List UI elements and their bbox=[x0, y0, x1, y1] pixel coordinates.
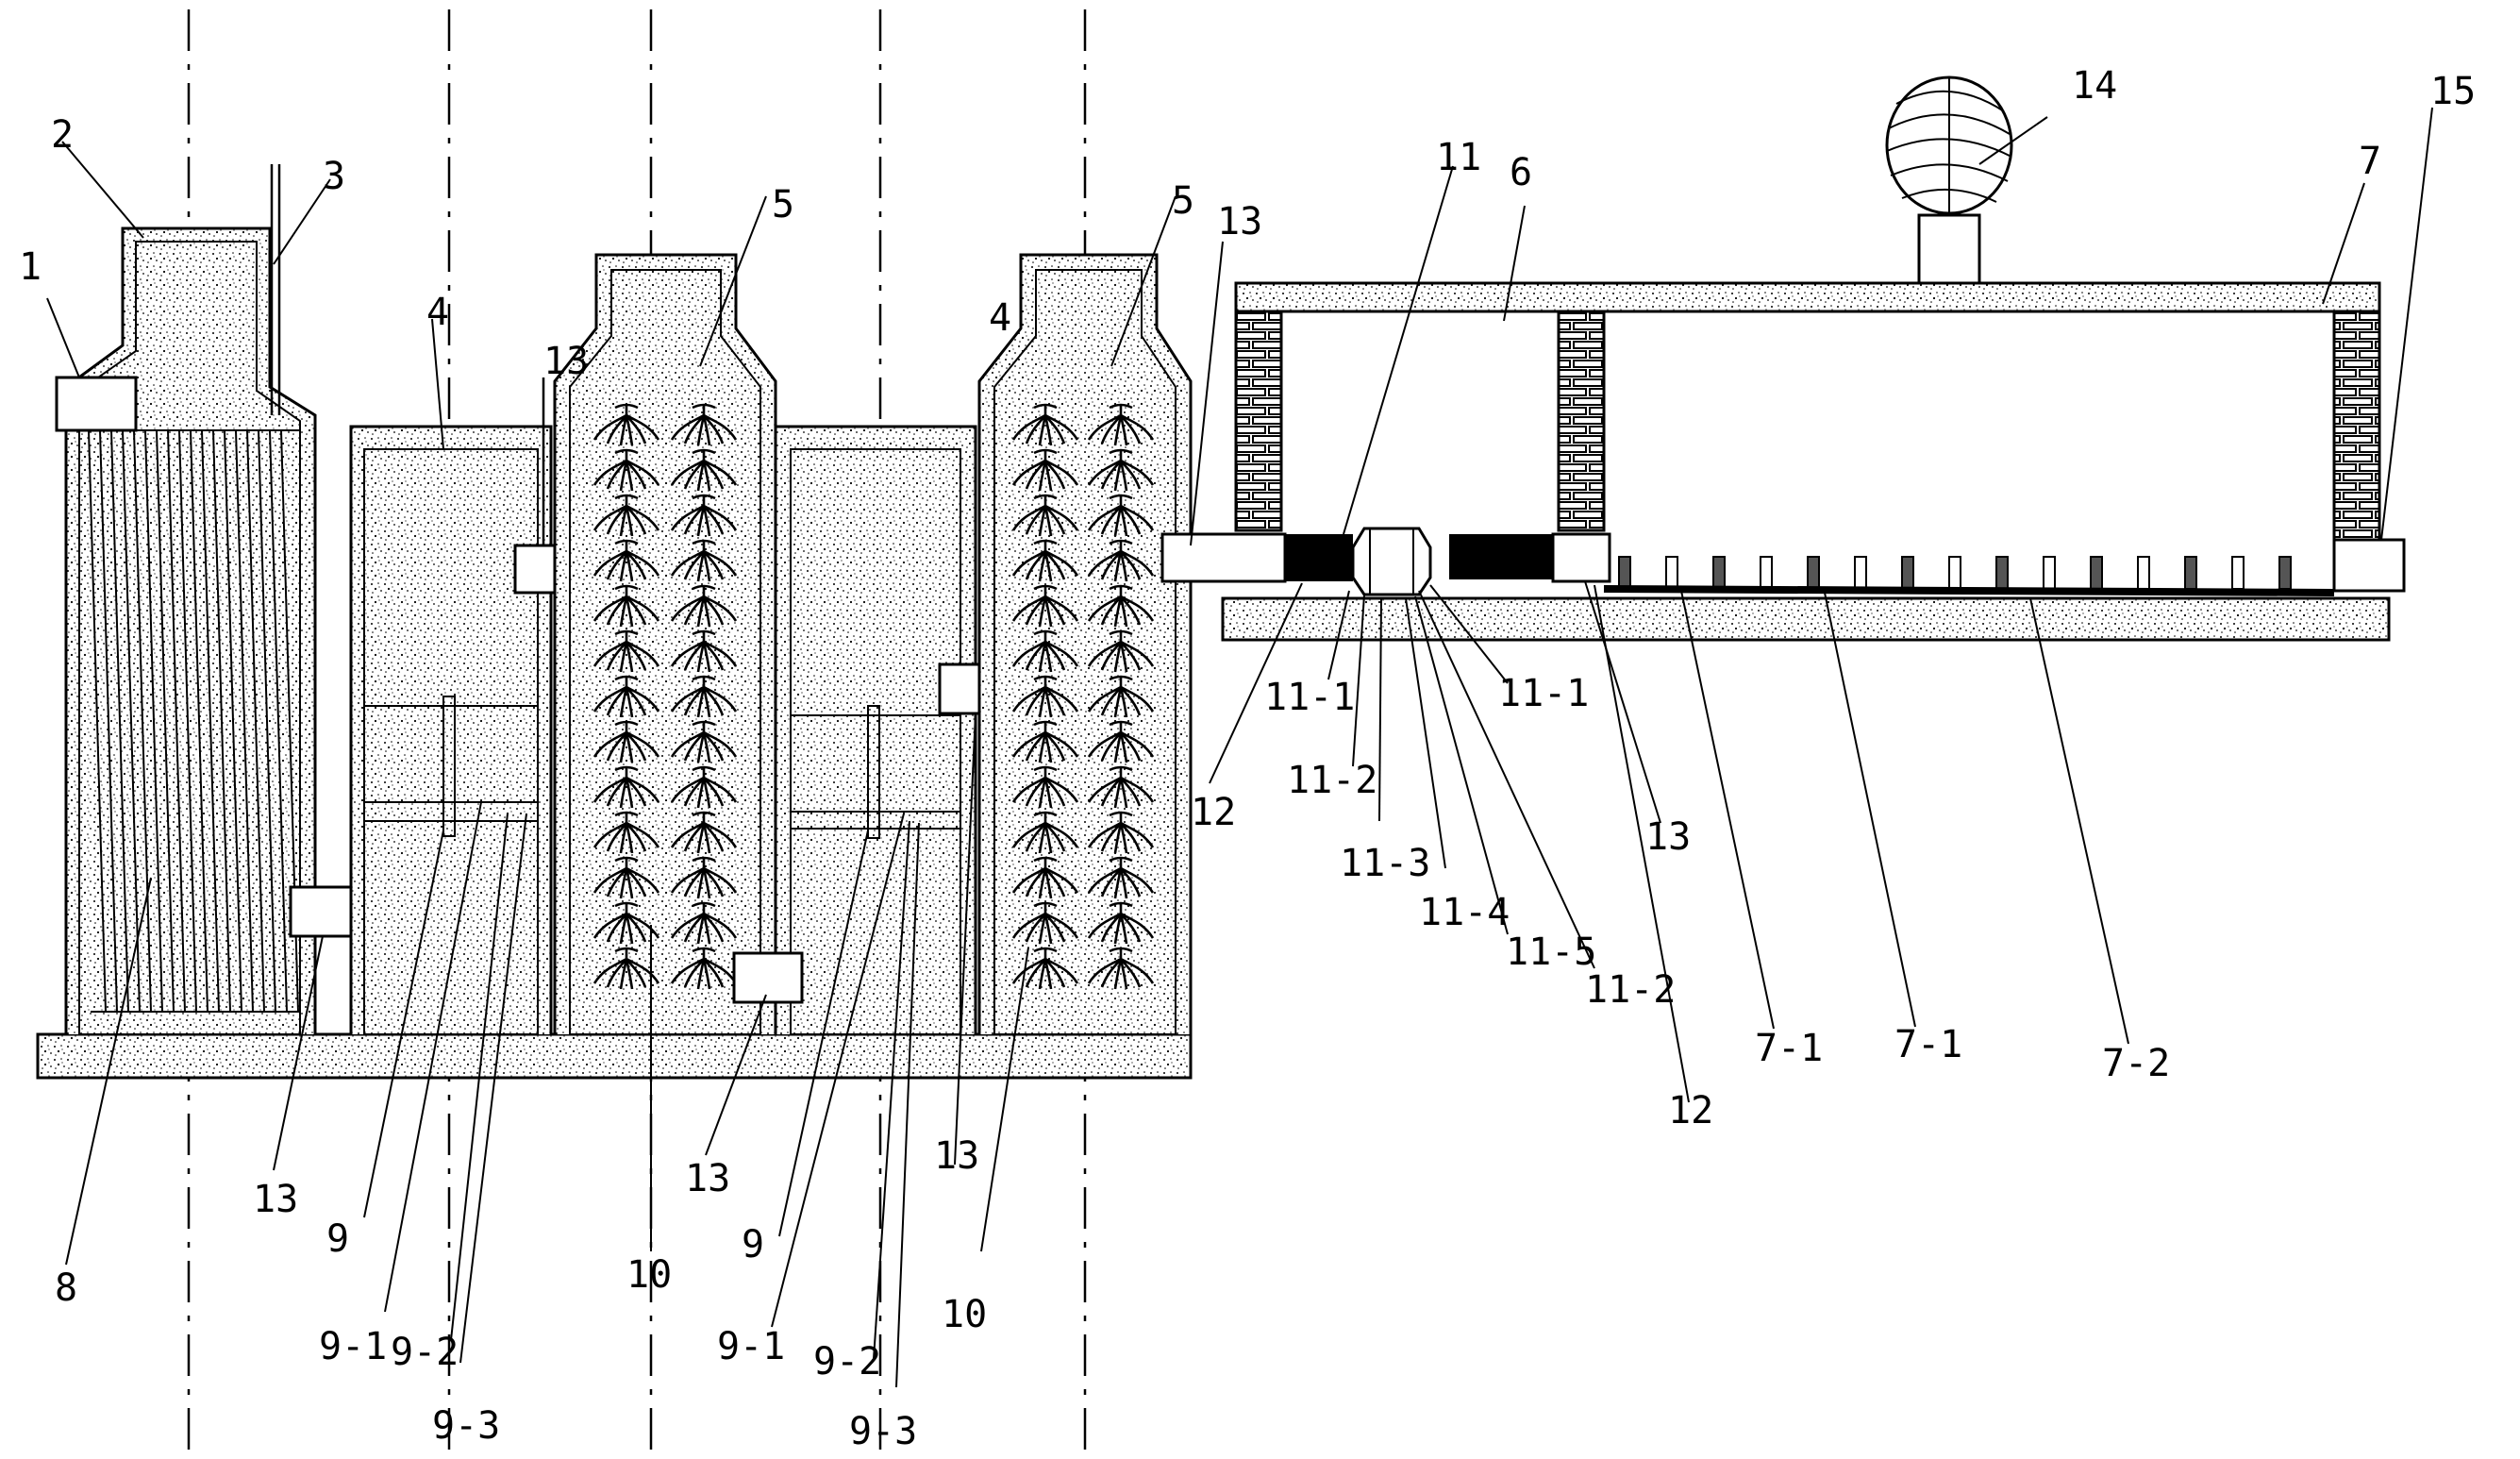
label-9-b: 9 bbox=[742, 1223, 764, 1266]
label-9-2-a: 9-2 bbox=[391, 1331, 459, 1374]
grate-bars bbox=[1618, 556, 2292, 590]
bottle-tank-2 bbox=[977, 253, 1193, 1035]
connector-13-f bbox=[1551, 532, 1611, 583]
kiln-chamber bbox=[1160, 75, 2406, 596]
grate-bar bbox=[1901, 556, 1914, 590]
grate-bar bbox=[1665, 556, 1678, 590]
grate-bar bbox=[1618, 556, 1631, 590]
grate-bar bbox=[2137, 556, 2150, 590]
grate-bar bbox=[2090, 556, 2103, 590]
label-11-5: 11-5 bbox=[1506, 931, 1596, 974]
label-9-1-b: 9-1 bbox=[717, 1325, 785, 1368]
chimney bbox=[1917, 213, 1981, 285]
label-5-a: 5 bbox=[772, 183, 794, 226]
bottle-tank-1 bbox=[553, 253, 777, 1035]
grate-bar bbox=[2184, 556, 2197, 590]
label-11-1-b: 11-1 bbox=[1498, 672, 1589, 715]
label-9-1-a: 9-1 bbox=[319, 1325, 387, 1368]
column-1 bbox=[55, 164, 374, 1035]
label-9-a: 9 bbox=[326, 1217, 349, 1261]
label-7-1-a: 7-1 bbox=[1755, 1027, 1823, 1070]
label-5-b: 5 bbox=[1172, 179, 1194, 223]
ventilator-ball bbox=[1885, 75, 2013, 215]
grate-bar bbox=[1807, 556, 1820, 590]
label-11-3: 11-3 bbox=[1340, 842, 1430, 885]
grate-bar bbox=[2278, 556, 2292, 590]
pipe-12-left bbox=[1285, 534, 1353, 581]
brick-wall-right bbox=[2332, 310, 2381, 545]
label-4-a: 4 bbox=[426, 291, 449, 334]
label-12-a: 12 bbox=[1191, 791, 1236, 834]
label-11-2-a: 11-2 bbox=[1287, 759, 1377, 802]
base-slab-right bbox=[1221, 596, 2391, 642]
label-13-d: 13 bbox=[685, 1157, 730, 1200]
inlet-port-1 bbox=[55, 376, 138, 432]
grate-bar bbox=[1854, 556, 1867, 590]
label-10-b: 10 bbox=[942, 1293, 987, 1336]
connector-13-c bbox=[732, 951, 804, 1004]
label-11-2-b: 11-2 bbox=[1585, 968, 1676, 1012]
brick-wall-left bbox=[1234, 310, 1283, 532]
kiln-roof bbox=[1234, 281, 2381, 313]
label-10-a: 10 bbox=[626, 1253, 672, 1297]
label-8: 8 bbox=[55, 1266, 77, 1310]
label-12-b: 12 bbox=[1668, 1089, 1713, 1132]
label-13-e: 13 bbox=[934, 1134, 979, 1178]
grate-bar bbox=[1948, 556, 1961, 590]
label-6: 6 bbox=[1510, 151, 1532, 194]
grate-plate-7-2 bbox=[1603, 585, 2335, 596]
outlet-port-15 bbox=[2332, 538, 2406, 593]
label-4-b: 4 bbox=[989, 296, 1011, 340]
label-3: 3 bbox=[323, 155, 345, 198]
burner-11 bbox=[1351, 527, 1432, 596]
leader-lines bbox=[46, 107, 2433, 1388]
label-7-1-b: 7-1 bbox=[1894, 1023, 1962, 1066]
connector-13-e bbox=[1160, 532, 1287, 583]
label-7-2: 7-2 bbox=[2102, 1042, 2170, 1085]
label-13-f: 13 bbox=[1645, 815, 1691, 859]
filter-box-2 bbox=[732, 425, 1010, 1035]
label-1: 1 bbox=[19, 245, 42, 289]
grate-bar bbox=[2043, 556, 2056, 590]
pipe-12-right bbox=[1449, 534, 1553, 579]
grate-bar bbox=[1712, 556, 1726, 590]
callout-labels: 1 2 3 4 4 5 5 6 7 8 9 9 9-1 9-1 9-2 9-2 … bbox=[19, 64, 2476, 1453]
label-9-2-b: 9-2 bbox=[813, 1340, 881, 1384]
label-11: 11 bbox=[1436, 136, 1481, 179]
label-15: 15 bbox=[2430, 70, 2476, 113]
brick-wall-middle bbox=[1557, 310, 1606, 532]
tube-bundle bbox=[81, 429, 300, 1013]
label-13-a: 13 bbox=[543, 340, 589, 383]
grate-bar bbox=[1760, 556, 1773, 590]
filter-box-1 bbox=[349, 377, 585, 1035]
label-11-4: 11-4 bbox=[1419, 891, 1510, 934]
label-2: 2 bbox=[51, 113, 74, 157]
label-9-3-a: 9-3 bbox=[432, 1404, 500, 1448]
label-11-1-a: 11-1 bbox=[1264, 676, 1355, 719]
label-9-3-b: 9-3 bbox=[849, 1410, 917, 1453]
grate-bar bbox=[1995, 556, 2009, 590]
label-14: 14 bbox=[2072, 64, 2117, 108]
label-13-b: 13 bbox=[1217, 200, 1262, 243]
base-slab-left bbox=[36, 1032, 1193, 1080]
label-13-c: 13 bbox=[253, 1178, 298, 1221]
grate-bar bbox=[2231, 556, 2245, 590]
label-7: 7 bbox=[2359, 140, 2381, 183]
